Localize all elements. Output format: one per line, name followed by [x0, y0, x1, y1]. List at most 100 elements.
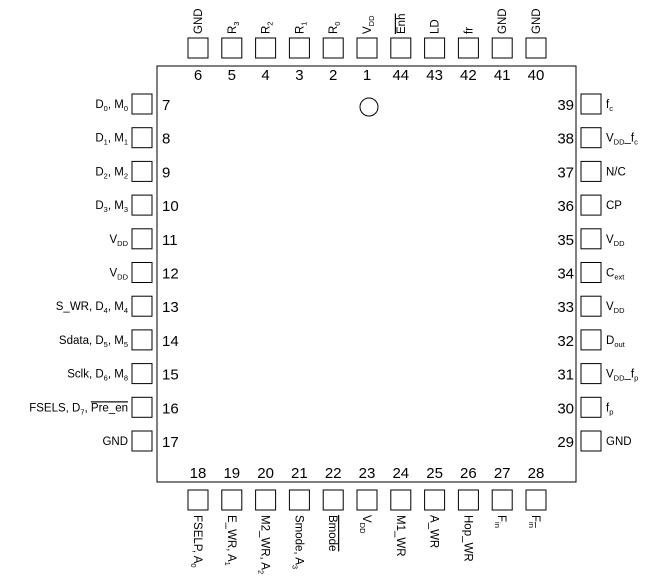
pin-4-pad	[255, 37, 277, 59]
pin-29: 29 GND	[557, 430, 632, 452]
pin-4: 4R2	[255, 22, 277, 84]
pin-8-pad	[131, 127, 153, 149]
pin-31-pad	[580, 363, 602, 385]
pin-41-number: 41	[494, 67, 511, 84]
pin-38-number: 38	[557, 131, 574, 148]
pin-23-pad	[356, 489, 378, 511]
pin-16-label-fsels-d7-pre-en: FSELS, D7, Pre_en	[29, 402, 128, 416]
pin-37-pad	[580, 160, 602, 182]
pin-35-pad	[580, 228, 602, 250]
pin-30-number: 30	[557, 400, 574, 417]
pin-10-label-d3-m3: D3, M3	[95, 200, 128, 214]
pin-3-number: 3	[295, 67, 303, 84]
pin-12-pad	[131, 262, 153, 283]
pin-22-pad	[322, 489, 344, 511]
pin-25-pad	[424, 489, 446, 511]
pin-37-label-n-c: N/C	[606, 166, 626, 178]
pin-41-pad	[491, 37, 513, 59]
pin-42-pad	[457, 37, 479, 59]
pin-31-label-vdd-fp: VDD_fp	[606, 369, 638, 383]
pin-37-number: 37	[557, 164, 574, 181]
pin-38-label-vdd-fc: VDD_fc	[606, 133, 638, 147]
pin1-indicator-dot	[359, 97, 379, 117]
pin-1-pad	[356, 37, 378, 59]
pin-1-label-vdd: VDD	[362, 15, 376, 34]
pin-23-number: 23	[359, 465, 376, 482]
pin-32-number: 32	[557, 333, 574, 350]
pin-36-number: 36	[557, 198, 574, 215]
pin-9-label-d2-m2: D2, M2	[95, 166, 128, 180]
pin-3-label-r1: R1	[294, 22, 308, 34]
pin-38-pad	[580, 127, 602, 149]
pin-19-label-e-wr-a1: E_WR, A1	[223, 515, 237, 566]
pin-24-number: 24	[392, 465, 409, 482]
pin-34-pad	[580, 262, 602, 283]
pin-27-number: 27	[494, 465, 511, 482]
pin-16-pad	[131, 396, 153, 418]
pin-11: 11 VDD	[109, 228, 178, 250]
pin-5-pad	[221, 37, 243, 59]
pin-44-label-enh: Enh	[396, 14, 408, 34]
pin-25: 25A_WR	[424, 465, 446, 548]
pin-33-number: 33	[557, 299, 574, 316]
pin-11-label-vdd: VDD	[109, 234, 128, 248]
pin-33-pad	[580, 295, 602, 317]
pin-29-pad	[580, 430, 602, 452]
pin-2-label-r0: R0	[328, 22, 342, 34]
pin-25-number: 25	[426, 465, 443, 482]
pin-12: 12 VDD	[109, 262, 179, 283]
pin-24-label-m1-wr: M1_WR	[394, 515, 406, 557]
pin-6-label-gnd: GND	[193, 8, 205, 34]
pin-23-label-vdd: VDD	[358, 515, 372, 534]
pin-13-label-s-wr-d4-m4: S_WR, D4, M4	[56, 301, 128, 315]
pin-17-pad	[131, 430, 153, 452]
pin-13-number: 13	[162, 299, 179, 316]
pin-30: 30 fp	[557, 396, 613, 418]
pin-5-number: 5	[228, 67, 236, 84]
pin-30-label-fp: fp	[606, 402, 613, 416]
pin-22-label-bmode: Bmode	[326, 515, 338, 551]
pin-18-pad	[187, 489, 209, 511]
pin-16-number: 16	[162, 400, 179, 417]
pin-36-label-cp: CP	[606, 200, 622, 212]
pin-37: 37 N/C	[557, 160, 626, 182]
pin-27-pad	[491, 489, 513, 511]
pin-19-pad	[221, 489, 243, 511]
pin-21-pad	[288, 489, 310, 511]
pin-9-pad	[131, 160, 153, 182]
pin-6-pad	[187, 37, 209, 59]
pin-43-pad	[424, 37, 446, 59]
pin-29-label-gnd: GND	[606, 436, 632, 448]
pin-27-label-fin: Fin	[493, 515, 507, 528]
pin-20-number: 20	[257, 465, 274, 482]
pin-35-label-vdd: VDD	[606, 234, 625, 248]
pin-40-label-gnd: GND	[531, 8, 543, 34]
pin-42-number: 42	[460, 67, 477, 84]
pin-28-pad	[525, 489, 547, 511]
pin-12-label-vdd: VDD	[109, 268, 128, 282]
pin-29-number: 29	[557, 434, 574, 451]
pin-9-number: 9	[162, 164, 170, 181]
pin-7-number: 7	[162, 97, 170, 114]
pin-8: 8D1, M1	[95, 127, 170, 149]
pin-11-number: 11	[162, 232, 178, 249]
pin-12-number: 12	[162, 266, 179, 283]
pin-10-pad	[131, 194, 153, 216]
